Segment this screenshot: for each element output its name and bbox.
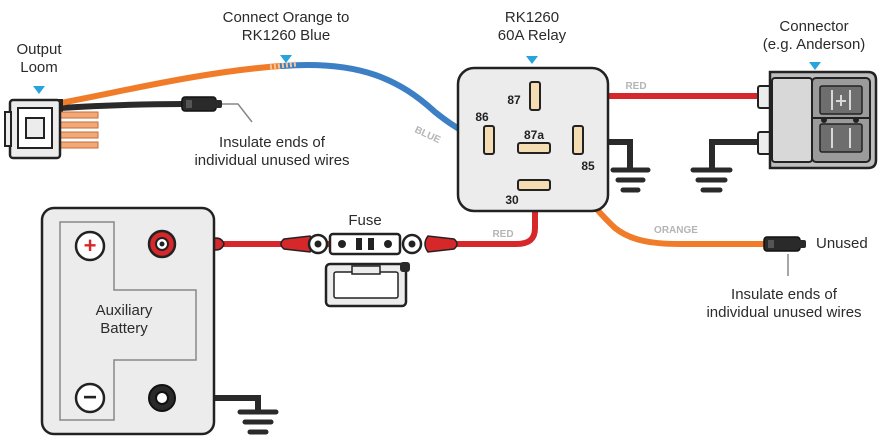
- relay-pin-30: [517, 179, 551, 191]
- wire-label-red-top: RED: [625, 81, 646, 92]
- relay-pin-86: [483, 125, 495, 155]
- connect-label-line1: Connect Orange to: [222, 9, 350, 26]
- battery-label-line2: Battery: [100, 320, 148, 337]
- relay-pin-label-30: 30: [505, 193, 519, 207]
- battery-positive-symbol: [74, 230, 106, 262]
- relay-body: [456, 66, 610, 213]
- relay-pin-87a: [517, 142, 551, 154]
- insulated-wire-end-unused: [763, 236, 806, 252]
- marker-output-loom: [33, 86, 45, 94]
- output-loom-label-line2: Loom: [20, 59, 58, 76]
- battery-negative-label: −: [83, 384, 97, 411]
- fuse-holder-top: [328, 232, 402, 256]
- insulate-label-bottom-line1: Insulate ends of: [731, 286, 837, 303]
- insulate-label-bottom: Insulate ends of individual unused wires: [684, 286, 884, 322]
- output-loom-label: Output Loom: [2, 41, 76, 77]
- relay-pin-85: [572, 125, 584, 155]
- wire-label-red-bottom: RED: [492, 229, 513, 240]
- relay-pin-label-85: 85: [581, 159, 595, 173]
- connector-label-line1: Connector: [779, 18, 849, 35]
- black-wire-loom: [57, 101, 187, 111]
- marker-joint: [280, 55, 292, 63]
- insulate-label-top: Insulate ends of individual unused wires: [172, 134, 372, 170]
- output-loom-plug: [4, 98, 99, 160]
- marker-connector: [809, 62, 821, 70]
- battery-negative-terminal: [148, 384, 176, 412]
- ground-wire-connector: [709, 139, 760, 168]
- red-wire-30: [437, 185, 538, 247]
- ground-symbol-connector: [690, 167, 733, 193]
- connect-label: Connect Orange to RK1260 Blue: [196, 9, 376, 45]
- wire-label-orange: ORANGE: [654, 225, 698, 236]
- insulate-label-bottom-line2: individual unused wires: [706, 304, 862, 321]
- ring-terminal-fuse-left: [280, 233, 329, 255]
- relay-pin-label-87: 87: [507, 93, 521, 107]
- callout-line-top: [222, 103, 253, 123]
- orange-wire-loom: [57, 63, 283, 106]
- output-loom-label-line1: Output: [16, 41, 62, 58]
- battery-body: [40, 206, 216, 436]
- connect-label-line2: RK1260 Blue: [241, 27, 331, 44]
- battery-positive-label: +: [84, 233, 97, 258]
- connector-label-line2: (e.g. Anderson): [762, 36, 866, 53]
- connector-label: Connector (e.g. Anderson): [744, 18, 884, 54]
- insulate-label-top-line2: individual unused wires: [194, 152, 350, 169]
- relay-pin-label-86: 86: [475, 110, 489, 124]
- ground-symbol-battery: [237, 409, 279, 435]
- insulate-label-top-line1: Insulate ends of: [219, 134, 325, 151]
- relay-label-line2: 60A Relay: [497, 27, 567, 44]
- relay-pin-label-87a: 87a: [524, 128, 544, 142]
- relay-label: RK1260 60A Relay: [480, 9, 584, 45]
- battery-negative-symbol: [74, 382, 106, 414]
- fuse-label: Fuse: [348, 212, 382, 229]
- battery-label: Auxiliary Battery: [72, 302, 176, 338]
- unused-label: Unused: [816, 235, 868, 252]
- battery-positive-terminal: [147, 229, 177, 259]
- marker-relay: [526, 56, 538, 64]
- ring-terminal-fuse-right: [401, 233, 458, 255]
- wire-joint: [269, 61, 297, 70]
- wire-label-blue: BLUE: [413, 125, 443, 147]
- relay-label-line1: RK1260: [504, 9, 560, 26]
- anderson-connector: [757, 70, 878, 170]
- battery-label-line1: Auxiliary: [95, 302, 153, 319]
- insulated-wire-end-top: [181, 96, 222, 112]
- fuse-holder-bottom: [324, 262, 410, 308]
- ground-symbol-85: [610, 167, 651, 193]
- relay-pin-87: [529, 81, 541, 111]
